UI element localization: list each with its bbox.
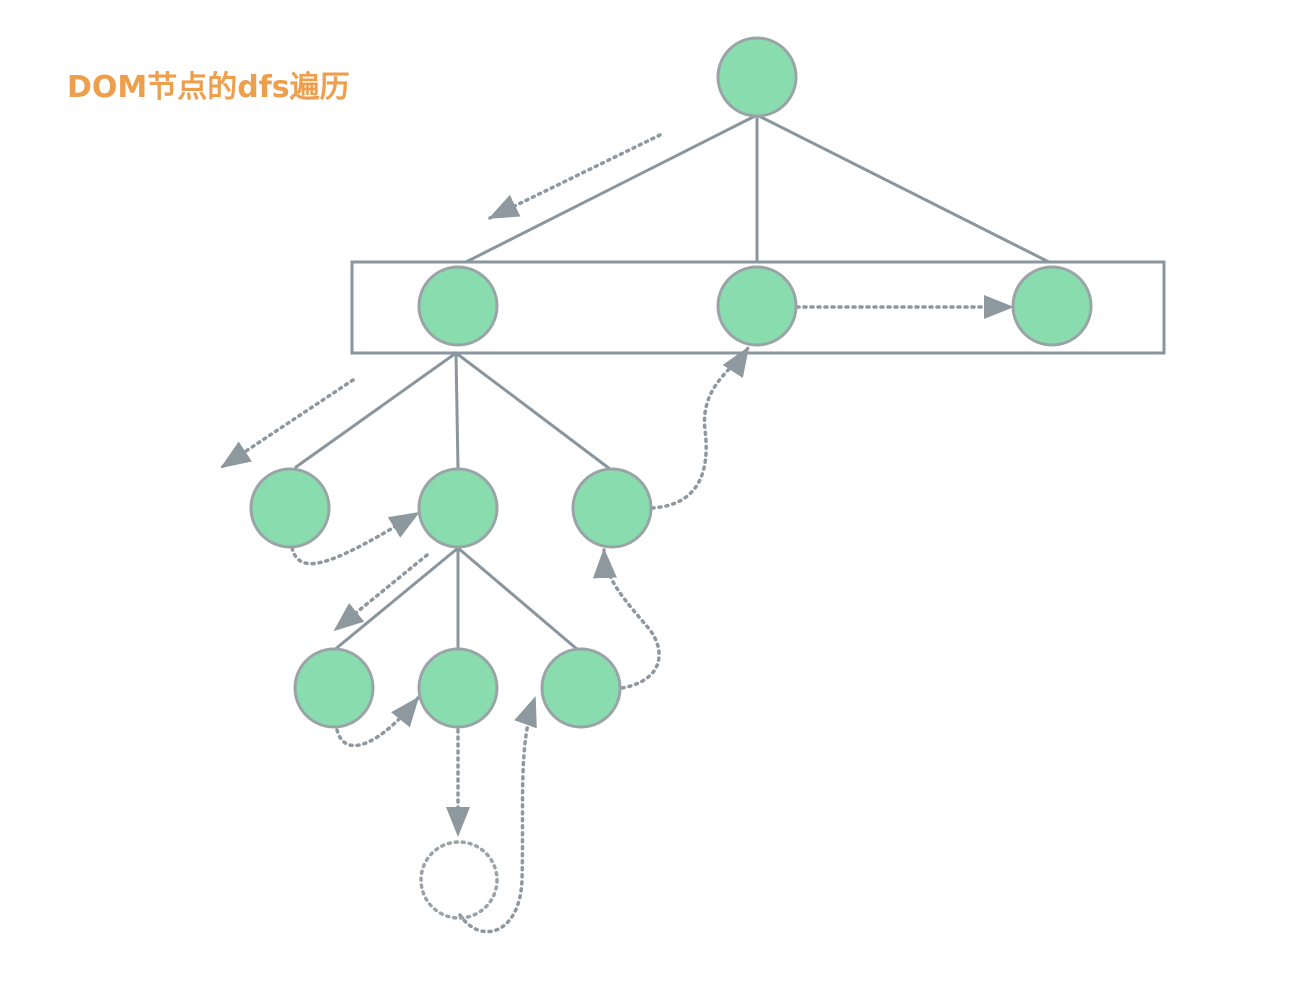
traversal-arrows bbox=[220, 133, 1014, 934]
tree-nodes bbox=[249, 36, 1093, 729]
arrow-n4-n5 bbox=[290, 511, 420, 566]
node-level3-c bbox=[540, 647, 622, 729]
edge-n1-n6 bbox=[454, 351, 612, 471]
arrow-n6-n2 bbox=[650, 346, 750, 510]
arrow-n0-n1 bbox=[488, 133, 662, 220]
arrow-n7-n8 bbox=[335, 696, 420, 748]
node-level3-a bbox=[293, 647, 375, 729]
tree-edges bbox=[294, 113, 1051, 653]
edge-n0-n3 bbox=[755, 113, 1051, 264]
node-level2-b bbox=[417, 467, 499, 549]
edge-n1-n4 bbox=[294, 351, 458, 469]
node-level2-c bbox=[571, 467, 653, 549]
node-level1-a bbox=[417, 265, 499, 347]
arrow-n9-n6 bbox=[592, 548, 661, 690]
arrow-null-n9 bbox=[458, 696, 537, 934]
node-level3-b bbox=[417, 647, 499, 729]
arrow-n5-n7 bbox=[333, 553, 429, 632]
null-node bbox=[419, 840, 499, 920]
arrow-n1-n4 bbox=[220, 378, 355, 469]
node-level2-a bbox=[249, 467, 331, 549]
node-level1-c bbox=[1011, 265, 1093, 347]
node-root bbox=[716, 36, 798, 118]
diagram-title: DOM节点的dfs遍历 bbox=[67, 70, 350, 105]
node-level1-b bbox=[716, 265, 798, 347]
edge-n0-n1 bbox=[464, 113, 759, 264]
edge-n5-n9 bbox=[456, 546, 580, 652]
edge-n5-n7 bbox=[331, 546, 460, 653]
edge-n1-n5 bbox=[454, 351, 460, 471]
